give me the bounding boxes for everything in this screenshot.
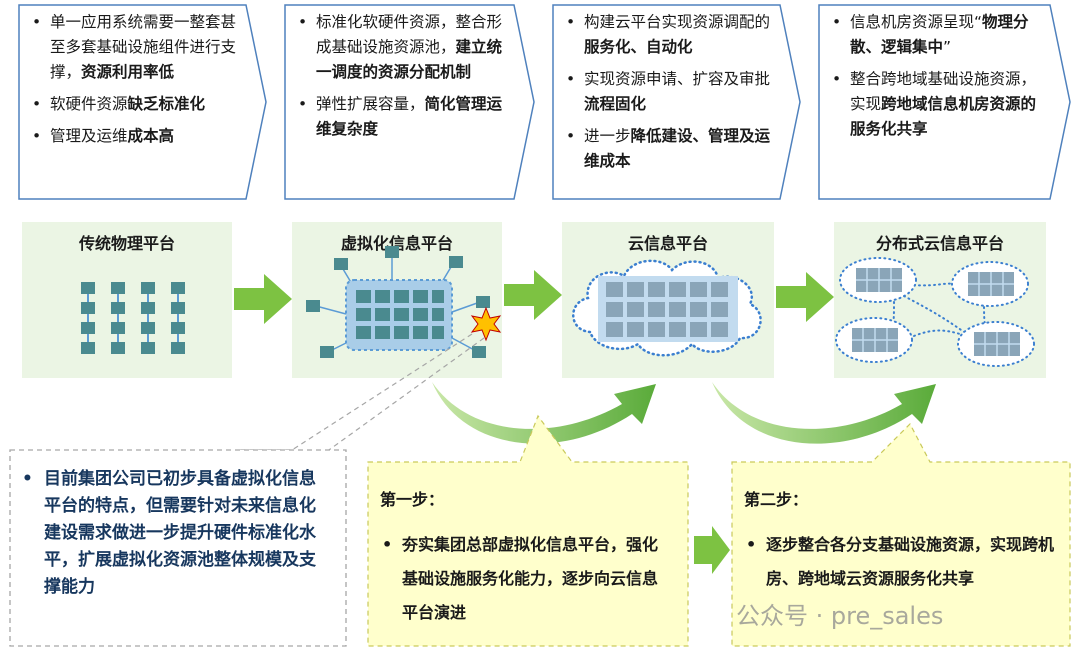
arrow-right-icon bbox=[234, 274, 292, 324]
feature-item: 标准化软硬件资源，整合形成基础设施资源池，建立统一调度的资源分配机制 bbox=[296, 10, 512, 85]
feature-item: 软硬件资源缺乏标准化 bbox=[30, 92, 242, 117]
feature-text: 标准化软硬件资源，整合形成基础设施资源池， bbox=[316, 13, 503, 56]
feature-item: 整合跨地域基础设施资源，实现跨地域信息机房资源的服务化共享 bbox=[830, 67, 1050, 142]
feature-list: 构建云平台实现资源调配的服务化、自动化实现资源申请、扩容及审批流程固化进一步降低… bbox=[564, 10, 778, 181]
feature-text: 简化管理运维复杂度 bbox=[316, 95, 503, 138]
feature-text: ” bbox=[943, 38, 952, 56]
feature-box-cloud: 构建云平台实现资源调配的服务化、自动化实现资源申请、扩容及审批流程固化进一步降低… bbox=[552, 4, 802, 200]
left-note-frame bbox=[9, 449, 347, 647]
star-icon bbox=[470, 306, 502, 342]
stage-title: 分布式云信息平台 bbox=[875, 234, 1004, 253]
feature-text: 整合跨地域基础设施资源，实现 bbox=[850, 70, 1037, 113]
feature-text: 构建云平台实现资源调配的 bbox=[584, 13, 771, 31]
stage-title: 虚拟化信息平台 bbox=[340, 234, 453, 253]
stage-title: 云信息平台 bbox=[627, 234, 708, 253]
watermark: 公众号 · pre_sales bbox=[736, 602, 944, 630]
feature-text: 服务化、自动化 bbox=[584, 38, 693, 56]
feature-text: 建立统一调度的资源分配机制 bbox=[316, 38, 503, 81]
feature-text: 信息机房资源呈现“ bbox=[850, 13, 983, 31]
feature-text: 软硬件资源 bbox=[50, 95, 128, 113]
arrow-right-icon bbox=[694, 526, 730, 574]
feature-text: 缺乏标准化 bbox=[127, 95, 206, 113]
feature-box-distributed: 信息机房资源呈现“物理分散、逻辑集中” 整合跨地域基础设施资源，实现跨地域信息机房… bbox=[818, 4, 1072, 200]
step2-body: 逐步整合各分支基础设施资源，实现跨机房、跨地域云资源服务化共享 bbox=[766, 535, 1055, 588]
step1-body: 夯实集团总部虚拟化信息平台，强化基础设施服务化能力，逐步向云信息平台演进 bbox=[402, 535, 659, 622]
stage-distributed: 分布式云信息平台 bbox=[834, 222, 1046, 378]
feature-list: 信息机房资源呈现“物理分散、逻辑集中” 整合跨地域基础设施资源，实现跨地域信息机房… bbox=[830, 10, 1050, 149]
feature-text: 资源利用率低 bbox=[81, 63, 175, 81]
step2-title: 第二步： bbox=[744, 490, 809, 509]
stage-traditional: 传统物理平台 bbox=[22, 222, 232, 378]
feature-item: 弹性扩展容量，简化管理运维复杂度 bbox=[296, 92, 512, 142]
feature-box-traditional: 单一应用系统需要一整套甚至多套基础设施组件进行支撑，资源利用率低软硬件资源缺乏标… bbox=[18, 4, 268, 200]
left-note: • 目前集团公司已初步具备虚拟化信息平台的特点，但需要针对未来信息化建设需求做进… bbox=[22, 466, 322, 601]
feature-item: 管理及运维成本高 bbox=[30, 124, 242, 149]
feature-text: 弹性扩展容量， bbox=[316, 95, 425, 113]
virtual-pool-graphic bbox=[306, 246, 502, 358]
feature-item: 信息机房资源呈现“物理分散、逻辑集中” bbox=[830, 10, 1050, 60]
step1-callout bbox=[367, 414, 689, 647]
feature-text: 流程固化 bbox=[584, 95, 647, 113]
server-rack-graphic bbox=[81, 282, 185, 354]
arrow-right-icon bbox=[504, 270, 562, 320]
step1-title: 第一步： bbox=[380, 490, 445, 509]
stage-title: 传统物理平台 bbox=[78, 234, 175, 253]
stage-cloud: 云信息平台 bbox=[562, 222, 774, 378]
feature-text: 进一步 bbox=[584, 127, 631, 145]
feature-item: 构建云平台实现资源调配的服务化、自动化 bbox=[564, 10, 778, 60]
left-note-text: 目前集团公司已初步具备虚拟化信息平台的特点，但需要针对未来信息化建设需求做进一步… bbox=[44, 469, 316, 597]
feature-list: 标准化软硬件资源，整合形成基础设施资源池，建立统一调度的资源分配机制弹性扩展容量… bbox=[296, 10, 512, 149]
arrow-right-icon bbox=[776, 272, 834, 322]
step2-callout bbox=[731, 422, 1071, 647]
step1-text: 第一步： • 夯实集团总部虚拟化信息平台，强化基础设施服务化能力，逐步向云信息平… bbox=[380, 486, 670, 630]
step2-text: 第二步： • 逐步整合各分支基础设施资源，实现跨机房、跨地域云资源服务化共享 bbox=[744, 486, 1054, 596]
feature-text: 跨地域信息机房资源的服务化共享 bbox=[850, 95, 1037, 138]
feature-list: 单一应用系统需要一整套甚至多套基础设施组件进行支撑，资源利用率低软硬件资源缺乏标… bbox=[30, 10, 242, 156]
feature-text: 管理及运维 bbox=[50, 127, 128, 145]
feature-text: 降低建设、管理及运维成本 bbox=[584, 127, 771, 170]
feature-text: 成本高 bbox=[127, 127, 175, 145]
feature-text: 单一应用系统需要一整套甚至多套基础设施组件进行支撑， bbox=[50, 13, 237, 81]
curved-arrow-2 bbox=[712, 382, 936, 444]
distributed-cloud-graphic bbox=[835, 257, 1035, 367]
feature-item: 进一步降低建设、管理及运维成本 bbox=[564, 124, 778, 174]
feature-item: 单一应用系统需要一整套甚至多套基础设施组件进行支撑，资源利用率低 bbox=[30, 10, 242, 85]
feature-box-virtualized: 标准化软硬件资源，整合形成基础设施资源池，建立统一调度的资源分配机制弹性扩展容量… bbox=[284, 4, 536, 200]
feature-text: 实现资源申请、扩容及审批 bbox=[584, 70, 771, 88]
feature-item: 实现资源申请、扩容及审批流程固化 bbox=[564, 67, 778, 117]
stage-virtualized: 虚拟化信息平台 bbox=[292, 222, 502, 378]
feature-text: 物理分散、逻辑集中 bbox=[850, 13, 1029, 56]
curved-arrow-1 bbox=[432, 382, 656, 444]
cloud-graphic bbox=[572, 259, 762, 357]
